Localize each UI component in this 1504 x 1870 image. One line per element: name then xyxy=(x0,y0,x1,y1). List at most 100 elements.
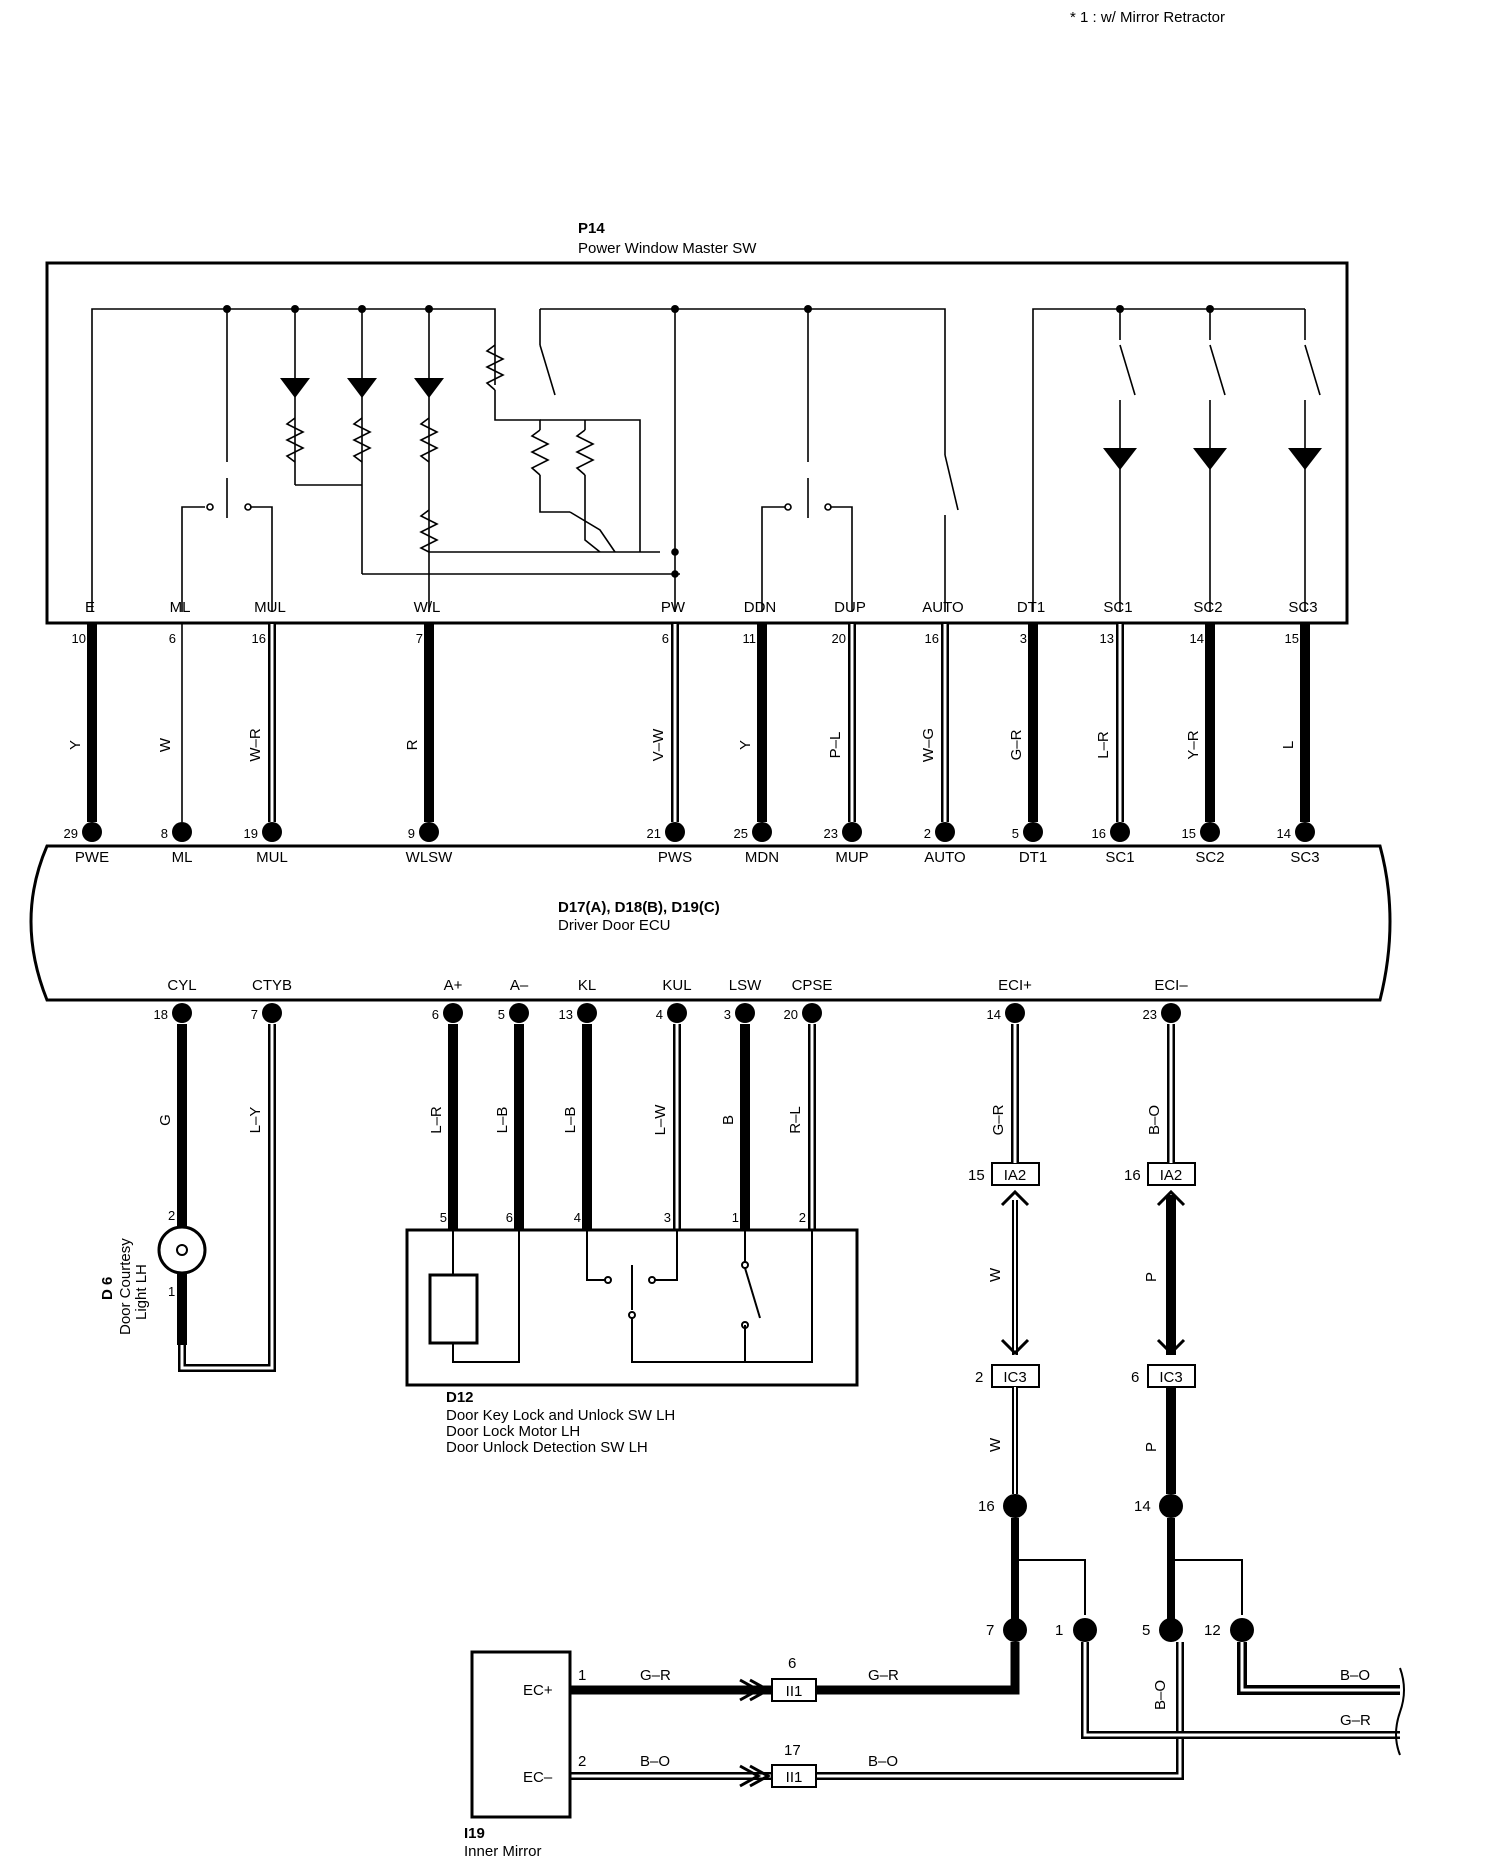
offpage-lower-wire: G–R xyxy=(1340,1712,1371,1729)
ecu-top-pin-letter: A xyxy=(425,825,434,839)
ecu-bottom-wire-color: L–W xyxy=(652,1104,669,1136)
ecim-wire-low: P xyxy=(1143,1442,1160,1452)
ecu-top-pin-letter: A xyxy=(1206,825,1215,839)
ia2-left-pin: 15 xyxy=(968,1167,985,1184)
p14-terminal-label: PW xyxy=(661,599,686,616)
ia2-right-pin: 16 xyxy=(1124,1167,1141,1184)
ecu-top-pin-number: 16 xyxy=(1092,826,1106,841)
ecu-bottom-terminal: A– xyxy=(510,977,529,994)
ecu-top-pin-number: 23 xyxy=(824,826,838,841)
p14-name: Power Window Master SW xyxy=(578,240,757,257)
p14-terminal-label: DUP xyxy=(834,599,866,616)
d12-pin: 4 xyxy=(574,1210,581,1225)
ecu-bottom-pin-number: 14 xyxy=(987,1007,1001,1022)
ecu-top-pin-letter: A xyxy=(848,825,857,839)
p14-code: P14 xyxy=(578,220,605,237)
ecu-bottom-pin-number: 3 xyxy=(724,1007,731,1022)
ecu-bottom-pin-letter: B xyxy=(515,1006,524,1020)
ecu-top-terminal: SC3 xyxy=(1290,849,1319,866)
ecu-top-pin-letter: A xyxy=(1029,825,1038,839)
ecip-wire-mid: W xyxy=(987,1267,1004,1282)
ecu-bottom-pin-letter: B xyxy=(449,1006,458,1020)
ecu-bottom-pin xyxy=(667,1003,687,1023)
ecu-bottom-terminal: LSW xyxy=(729,977,762,994)
ecu-top-pin-number: 21 xyxy=(647,826,661,841)
d12-code: D12 xyxy=(446,1389,474,1406)
ecu-top-pin-letter: A xyxy=(178,825,187,839)
p14-wire-color: W–G xyxy=(920,728,937,762)
i19-ec-plus: EC+ xyxy=(523,1682,553,1699)
ecu-bottom-pin xyxy=(172,1003,192,1023)
d6-code: D 6 xyxy=(99,1277,116,1300)
ecu-top-pin-letter: A xyxy=(671,825,680,839)
d12-pin: 5 xyxy=(440,1210,447,1225)
ecu-top-pin-number: 9 xyxy=(408,826,415,841)
p14-terminal-label: ML xyxy=(170,599,191,616)
ecu-bottom-wire-color: G xyxy=(157,1114,174,1126)
p14-terminal-pin: 14 xyxy=(1190,631,1204,646)
ecu-top-pin-letter: A xyxy=(268,825,277,839)
footnote: * 1 : w/ Mirror Retractor xyxy=(1070,9,1225,26)
door-lock-assembly: D12 Door Key Lock and Unlock SW LH Door … xyxy=(405,1228,859,1456)
p14-wire-color: Y xyxy=(67,740,84,750)
p14-terminal-label: DT1 xyxy=(1017,599,1045,616)
offpage-upper-wire: B–O xyxy=(1340,1667,1370,1684)
p14-terminal-label: SC1 xyxy=(1103,599,1132,616)
ecu-bottom-terminal: ECI– xyxy=(1154,977,1188,994)
ecu-bottom-pin-number: 7 xyxy=(251,1007,258,1022)
ecu-top-terminal: PWS xyxy=(658,849,692,866)
p14-terminal-label: DDN xyxy=(744,599,777,616)
ecu-bottom-pin-number: 4 xyxy=(656,1007,663,1022)
ecu-bottom-wire-color: R–L xyxy=(787,1106,804,1134)
f3b-left-pin: 7 xyxy=(986,1622,994,1639)
i19-name: Inner Mirror xyxy=(464,1843,542,1860)
ecu-bottom-terminal: CPSE xyxy=(792,977,833,994)
ii1-top-label: II1 xyxy=(786,1683,803,1700)
ecu-bottom-wire-color: B xyxy=(720,1115,737,1125)
ecm-wire-right: B–O xyxy=(868,1753,898,1770)
ecu-top-pin-number: 8 xyxy=(161,826,168,841)
p14-wire-color: L xyxy=(1280,741,1297,749)
p14-terminal-pin: 7 xyxy=(416,631,423,646)
ecu-top-pin xyxy=(1110,822,1130,842)
ecu-top-pin-letter: A xyxy=(941,825,950,839)
ecu-bottom-wire-color: L–B xyxy=(494,1107,511,1134)
ecu-top-terminal: SC2 xyxy=(1195,849,1224,866)
ecu-code: D17(A), D18(B), D19(C) xyxy=(558,899,720,916)
ecu-bottom-terminal: CYL xyxy=(167,977,196,994)
f3b-left-label: 3F xyxy=(1008,1624,1022,1638)
p14-internal-circuit xyxy=(91,308,1321,612)
p14-terminal-pin: 15 xyxy=(1285,631,1299,646)
f3-right-label: 3F xyxy=(1164,1500,1178,1514)
ecu-top-pin-letter: A xyxy=(1301,825,1310,839)
p14-terminal-pin: 11 xyxy=(743,631,757,646)
p14-terminal-pin: 6 xyxy=(662,631,669,646)
p14-wire-color: R xyxy=(404,739,421,750)
ic3-right-pin: 6 xyxy=(1131,1369,1139,1386)
ecu-top-terminal: AUTO xyxy=(924,849,965,866)
p14-terminal-pin: 6 xyxy=(169,631,176,646)
inner-mirror: EC+ EC– 1 2 I19 Inner Mirror xyxy=(464,1650,586,1860)
d6-pin-bottom: 1 xyxy=(168,1284,175,1299)
ecu-top-pin-number: 14 xyxy=(1277,826,1291,841)
ecu-top-pin xyxy=(935,822,955,842)
d6-pin-top: 2 xyxy=(168,1208,175,1223)
ecu-bottom-terminal: CTYB xyxy=(252,977,292,994)
ecu-bottom-wire-color: L–Y xyxy=(247,1107,264,1134)
i3-right-label: 3I xyxy=(1237,1624,1247,1638)
f3-left-label: 3F xyxy=(1008,1500,1022,1514)
ecu-top-terminal: SC1 xyxy=(1105,849,1134,866)
ecu-bottom-pin xyxy=(509,1003,529,1023)
f3b-right-label: 3F xyxy=(1164,1624,1178,1638)
ecu-bottom-pin-letter: C xyxy=(1011,1006,1020,1020)
ecu-bottom-pin-number: 23 xyxy=(1143,1007,1157,1022)
ecu-top-pin-number: 15 xyxy=(1182,826,1196,841)
ecu-top-pin xyxy=(842,822,862,842)
ecu-bottom-pin xyxy=(1005,1003,1025,1023)
d12-line3: Door Unlock Detection SW LH xyxy=(446,1439,648,1456)
ecu-top-pin-letter: A xyxy=(1116,825,1125,839)
d12-pin: 3 xyxy=(664,1210,671,1225)
ecu-bottom-pin-letter: C xyxy=(1167,1006,1176,1020)
ecu-top-pin-number: 2 xyxy=(924,826,931,841)
